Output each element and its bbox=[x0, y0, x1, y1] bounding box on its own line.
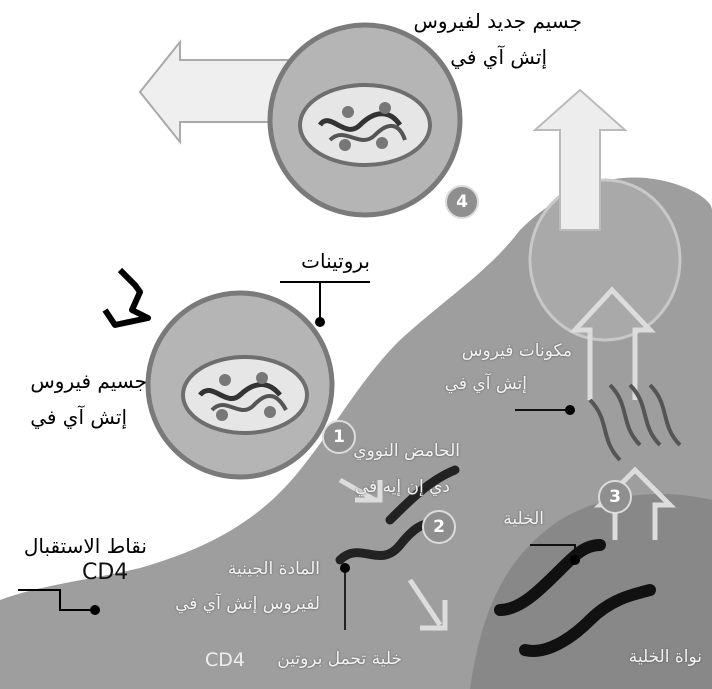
nucleus-label: نواة الخلية bbox=[629, 648, 702, 668]
cell-label-line2: CD4 bbox=[205, 650, 245, 672]
step-4-badge: 4 bbox=[445, 185, 479, 219]
new-virus-label-line2: إتش آي في bbox=[450, 46, 547, 69]
receptors-label-line2: CD4 bbox=[82, 560, 128, 585]
dna-label-line2: دي إن إيه في bbox=[355, 478, 450, 498]
receptors-label-line1: نقاط الاستقبال bbox=[24, 535, 147, 558]
virus-label-line2: إتش آي في bbox=[30, 406, 127, 429]
leader-genetic-dot bbox=[340, 563, 350, 573]
hiv-virus-particle bbox=[148, 293, 332, 477]
cell-label-line1: خلية تحمل بروتين bbox=[277, 650, 402, 670]
step-2-badge: 2 bbox=[422, 510, 456, 544]
proteins-label: بروتينات bbox=[301, 250, 370, 273]
new-virus-particle bbox=[270, 25, 460, 215]
step-3-badge: 3 bbox=[598, 480, 632, 514]
hand-drawn-mark bbox=[105, 270, 148, 325]
leader-receptors-dot bbox=[90, 605, 100, 615]
leader-dna-dot bbox=[570, 555, 580, 565]
step-1-badge: 1 bbox=[322, 420, 356, 454]
leader-components-dot bbox=[565, 405, 575, 415]
components-label-line2: إتش آي في bbox=[445, 375, 527, 395]
virus-label-line1: جسيم فيروس bbox=[30, 370, 147, 393]
dna-label-line1: الحامض النووي bbox=[353, 442, 460, 462]
new-virus-label-line1: جسيم جديد لفيروس bbox=[413, 10, 582, 33]
components-label-line1: مكونات فيروس bbox=[462, 342, 572, 362]
genetic-label-line2: لفيروس إتش آي في bbox=[175, 595, 320, 615]
genetic-label-line1: المادة الجينية bbox=[228, 560, 320, 580]
leader-proteins-dot bbox=[315, 317, 325, 327]
budding-virus-bulge bbox=[530, 180, 680, 340]
dna-label-line3: الخلية bbox=[503, 510, 544, 530]
